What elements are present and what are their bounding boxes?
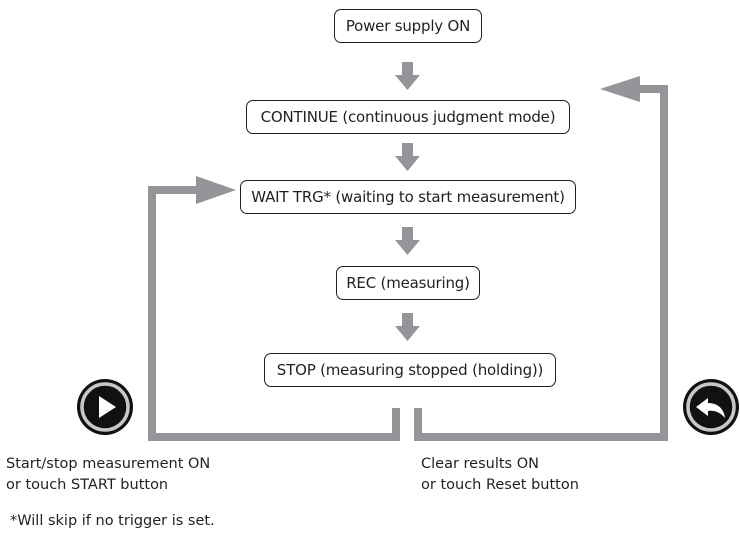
reset-loop-arrowhead bbox=[600, 76, 640, 102]
down-arrow-2 bbox=[395, 143, 420, 171]
start-instruction: Start/stop measurement ON or touch START… bbox=[6, 454, 210, 496]
state-continue: CONTINUE (continuous judgment mode) bbox=[246, 100, 570, 134]
footnote: *Will skip if no trigger is set. bbox=[10, 513, 215, 529]
reset-icon[interactable] bbox=[681, 377, 740, 437]
reset-instruction: Clear results ON or touch Reset button bbox=[421, 454, 579, 496]
reset-instruction-line2: or touch Reset button bbox=[421, 477, 579, 493]
start-instruction-line1: Start/stop measurement ON bbox=[6, 456, 211, 472]
start-loop-line bbox=[148, 186, 400, 441]
state-rec: REC (measuring) bbox=[336, 266, 480, 300]
state-wait-trg: WAIT TRG* (waiting to start measurement) bbox=[240, 180, 576, 214]
state-power-supply-on: Power supply ON bbox=[334, 9, 482, 43]
down-arrow-1 bbox=[395, 62, 420, 90]
down-arrow-3 bbox=[395, 227, 420, 255]
state-stop: STOP (measuring stopped (holding)) bbox=[264, 353, 556, 387]
play-icon[interactable] bbox=[75, 377, 135, 437]
reset-loop-line bbox=[414, 85, 668, 441]
down-arrow-4 bbox=[395, 313, 420, 341]
start-instruction-line2: or touch START button bbox=[6, 477, 169, 493]
start-loop-arrowhead bbox=[196, 176, 236, 204]
reset-instruction-line1: Clear results ON bbox=[421, 456, 539, 472]
